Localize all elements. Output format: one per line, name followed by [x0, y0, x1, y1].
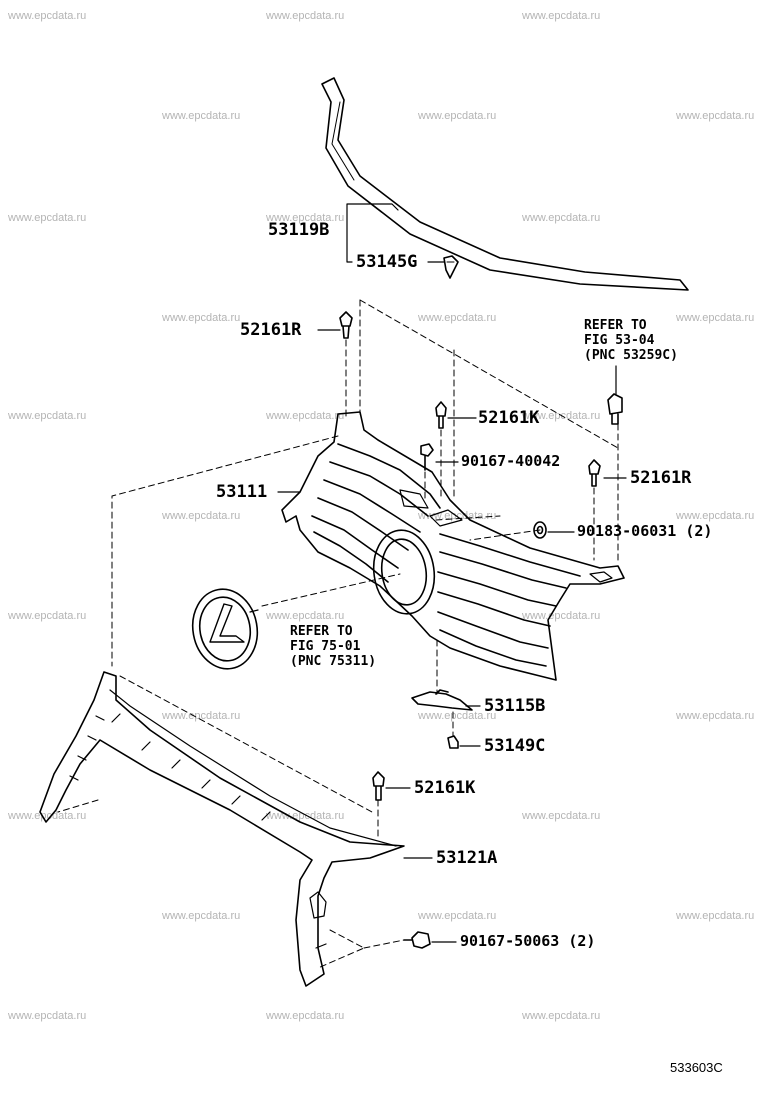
label-52161k-a: 52161K — [478, 408, 540, 428]
label-53149c: 53149C — [484, 736, 546, 756]
label-52161k-b: 52161K — [414, 778, 476, 798]
upper-molding-53119b — [321, 77, 689, 291]
watermark-text: www.epcdata.ru — [8, 810, 87, 822]
watermark-text: www.epcdata.ru — [266, 810, 345, 822]
clip-53149c — [447, 735, 459, 749]
label-53119b: 53119B — [268, 220, 330, 240]
clip-52161r-b — [588, 459, 601, 487]
watermark-text: www.epcdata.ru — [162, 510, 241, 522]
watermark-text: www.epcdata.ru — [676, 510, 755, 522]
clip-52161k-a — [435, 401, 447, 429]
watermark-text: www.epcdata.ru — [418, 910, 497, 922]
label-90167-50063: 90167-50063 (2) — [460, 932, 596, 950]
watermark-text: www.epcdata.ru — [162, 312, 241, 324]
refer-note-line: FIG 53-04 — [584, 333, 655, 348]
watermark-text: www.epcdata.ru — [8, 1010, 87, 1022]
watermark-text: www.epcdata.ru — [522, 1010, 601, 1022]
watermark-text: www.epcdata.ru — [676, 910, 755, 922]
leader-53119b — [346, 203, 399, 263]
watermark-text: www.epcdata.ru — [522, 610, 601, 622]
watermark-text: www.epcdata.ru — [8, 610, 87, 622]
refer-note-line: REFER TO — [584, 318, 647, 333]
watermark-text: www.epcdata.ru — [522, 810, 601, 822]
label-53115b: 53115B — [484, 696, 546, 716]
clip-52161k-b — [372, 771, 385, 801]
refer-note-fig-53-04: REFER TO FIG 53-04 (PNC 53259C) — [584, 318, 678, 363]
watermark-text: www.epcdata.ru — [676, 110, 755, 122]
watermark-text: www.epcdata.ru — [522, 410, 601, 422]
watermark-text: www.epcdata.ru — [162, 110, 241, 122]
grille-frame-53121a — [39, 671, 405, 987]
label-53121a: 53121A — [436, 848, 498, 868]
assembly-dashed-lines — [57, 299, 619, 969]
clip-ref-53259c — [607, 393, 623, 425]
watermark-text: www.epcdata.ru — [162, 710, 241, 722]
radiator-grille-53111 — [281, 411, 625, 681]
label-90183-06031: 90183-06031 (2) — [577, 522, 713, 540]
refer-note-line: REFER TO — [290, 624, 353, 639]
watermark-text: www.epcdata.ru — [8, 10, 87, 22]
bolt-90167-50063 — [403, 931, 431, 949]
watermark-text: www.epcdata.ru — [162, 910, 241, 922]
label-90167-40042: 90167-40042 — [461, 452, 561, 470]
emblem-lexus — [191, 588, 259, 670]
figure-code: 533603C — [670, 1060, 723, 1075]
label-53145g: 53145G — [356, 252, 418, 272]
watermark-text: www.epcdata.ru — [8, 212, 87, 224]
watermark-text: www.epcdata.ru — [522, 212, 601, 224]
watermark-text: www.epcdata.ru — [676, 710, 755, 722]
watermark-text: www.epcdata.ru — [676, 312, 755, 324]
clip-52161r-a — [339, 311, 353, 339]
refer-note-line: (PNC 75311) — [290, 654, 377, 669]
watermark-text: www.epcdata.ru — [522, 10, 601, 22]
label-53111: 53111 — [216, 482, 268, 502]
refer-note-line: FIG 75-01 — [290, 639, 361, 654]
watermark-text: www.epcdata.ru — [8, 410, 87, 422]
refer-note-line: (PNC 53259C) — [584, 348, 678, 363]
refer-note-fig-75-01: REFER TO FIG 75-01 (PNC 75311) — [290, 624, 376, 669]
watermark-text: www.epcdata.ru — [418, 710, 497, 722]
watermark-text: www.epcdata.ru — [418, 312, 497, 324]
bracket-53115b — [411, 689, 473, 711]
watermark-text: www.epcdata.ru — [266, 212, 345, 224]
watermark-text: www.epcdata.ru — [266, 410, 345, 422]
clip-53145g — [443, 255, 459, 279]
watermark-text: www.epcdata.ru — [266, 1010, 345, 1022]
watermark-text: www.epcdata.ru — [266, 10, 345, 22]
watermark-text: www.epcdata.ru — [418, 110, 497, 122]
label-52161r-b: 52161R — [630, 468, 692, 488]
watermark-text: www.epcdata.ru — [266, 610, 345, 622]
label-52161r-a: 52161R — [240, 320, 302, 340]
